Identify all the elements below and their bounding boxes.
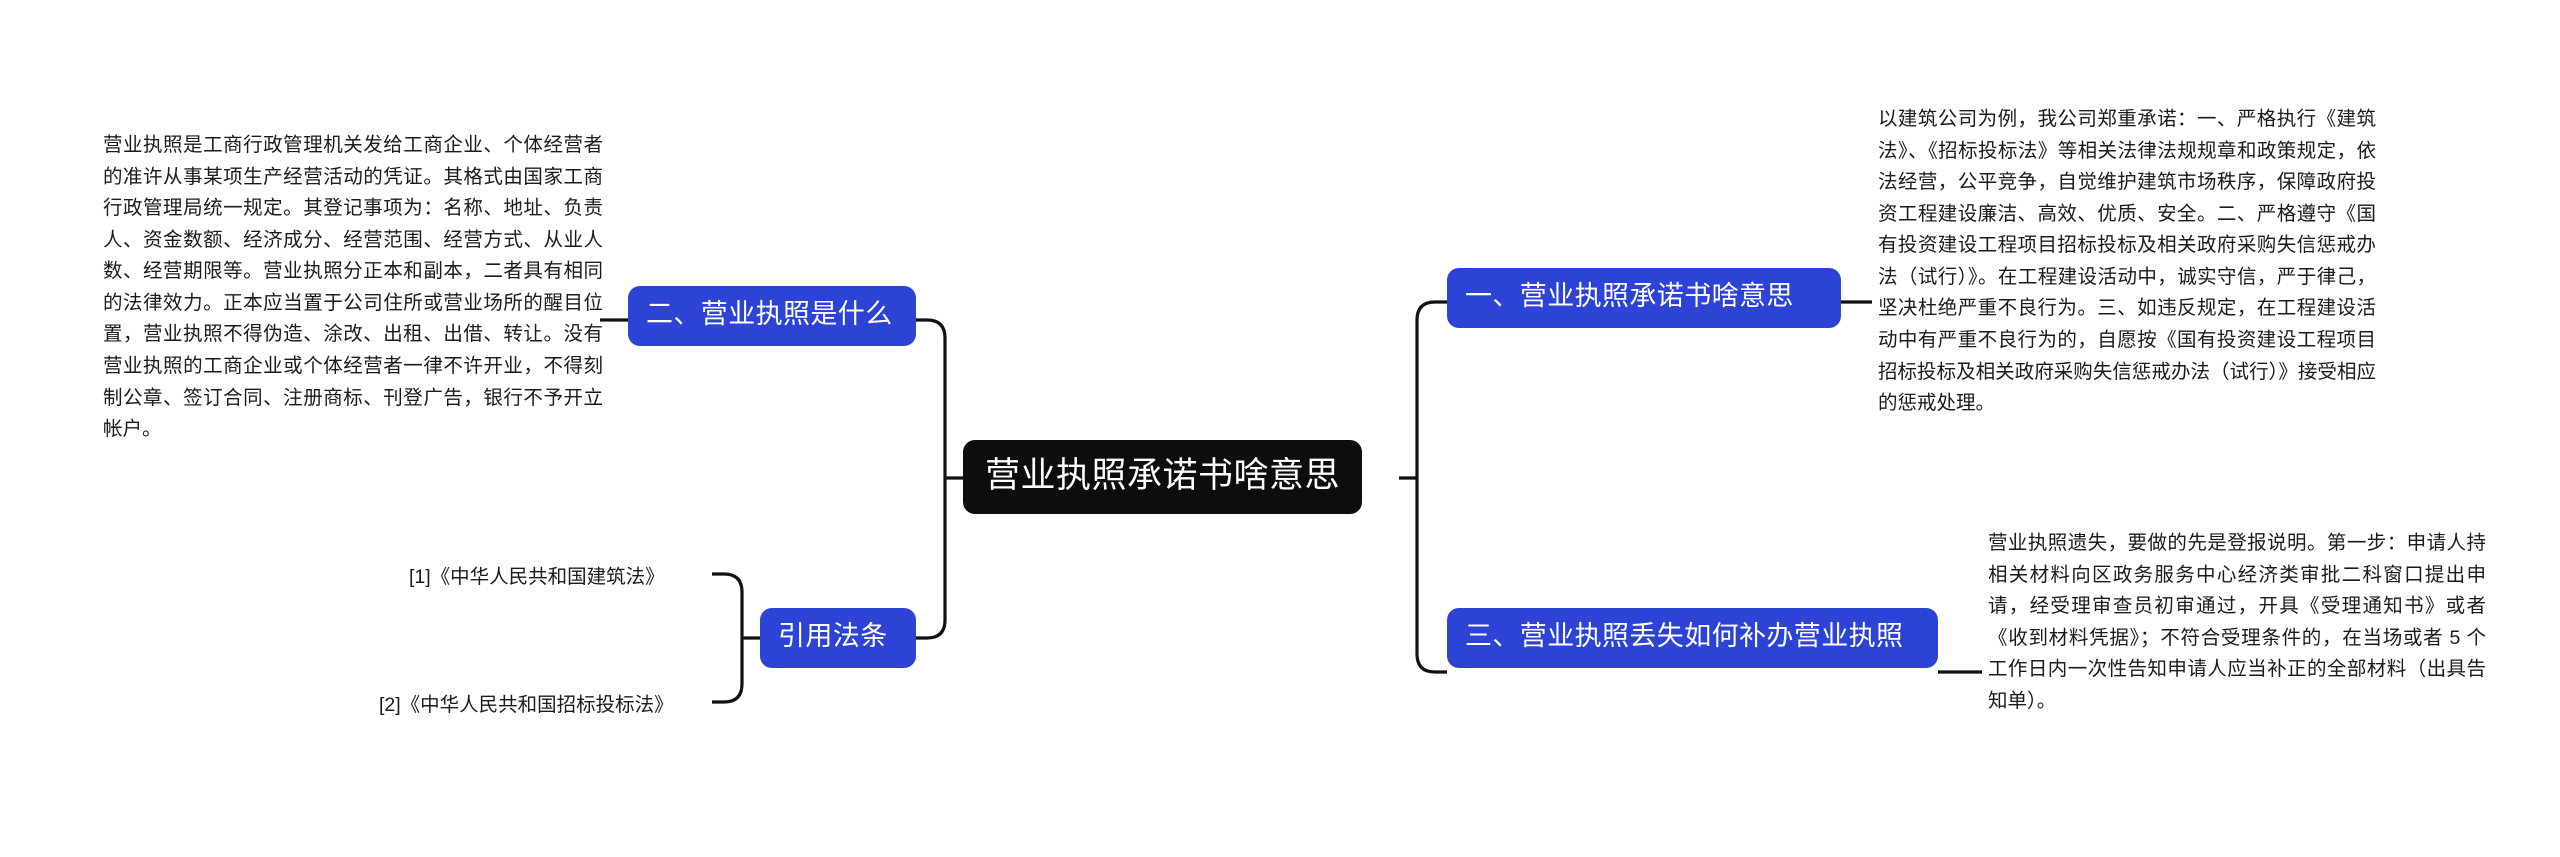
branch-node-what-is-license[interactable]: 二、营业执照是什么	[628, 286, 916, 346]
root-node-label: 营业执照承诺书啥意思	[985, 456, 1341, 495]
detail-text-what-is-license: 营业执照是工商行政管理机关发给工商企业、个体经营者的准许从事某项生产经营活动的凭…	[103, 134, 603, 441]
branch-node-label: 引用法条	[778, 621, 888, 651]
branch-node-label: 二、营业执照是什么	[646, 299, 893, 329]
citation-item-2: [2]《中华人民共和国招标投标法》	[379, 694, 674, 716]
branch-node-commitment-meaning[interactable]: 一、营业执照承诺书啥意思	[1447, 268, 1841, 328]
branch-node-cited-laws[interactable]: 引用法条	[760, 608, 916, 668]
branch-node-label: 一、营业执照承诺书啥意思	[1465, 281, 1794, 311]
citation-item-1: [1]《中华人民共和国建筑法》	[409, 566, 665, 588]
detail-text-lost-license: 营业执照遗失，要做的先是登报说明。第一步：申请人持相关材料向区政务服务中心经济类…	[1988, 532, 2486, 712]
branch-node-label: 三、营业执照丢失如何补办营业执照	[1465, 621, 1904, 651]
root-node[interactable]: 营业执照承诺书啥意思	[963, 440, 1363, 514]
branch-node-lost-license[interactable]: 三、营业执照丢失如何补办营业执照	[1447, 608, 1938, 668]
detail-text-commitment-meaning: 以建筑公司为例，我公司郑重承诺：一、严格执行《建筑法》、《招标投标法》等相关法律…	[1878, 108, 2376, 415]
